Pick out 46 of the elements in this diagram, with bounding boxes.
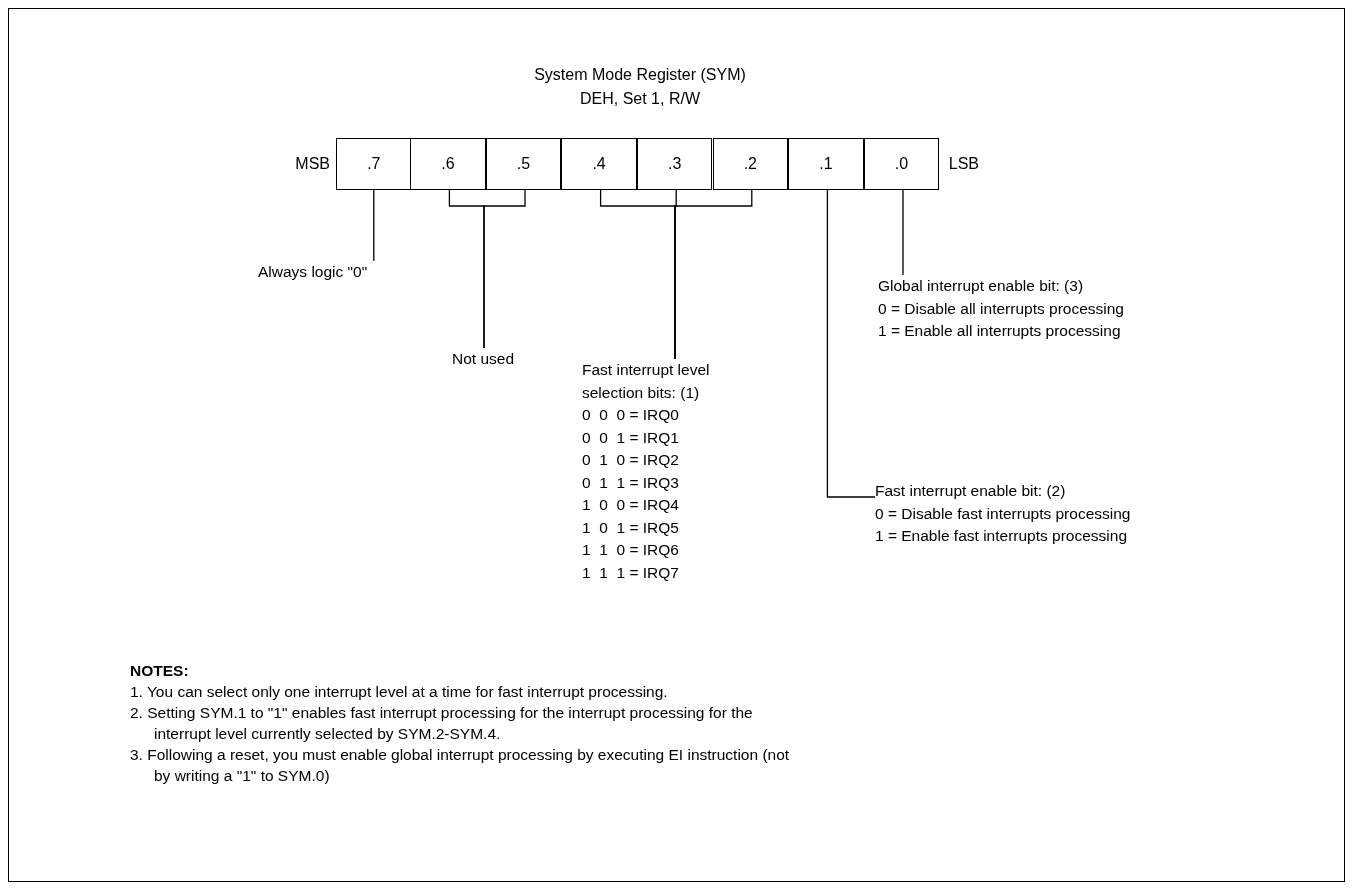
bit-label: .0 [894,155,909,173]
value-line: 0 1 0 = IRQ2 [582,450,680,470]
leader-line [826,189,876,498]
register-bit-cell [410,138,486,190]
register-bit-cell [788,138,864,190]
field-description: Fast interrupt level selection bits: (1) [582,360,711,403]
bit-label: .6 [441,155,455,173]
bit-label: .7 [367,155,381,173]
value-line: 0 = Disable all interrupts processing [878,298,1125,319]
register-bit-cell [863,138,940,190]
notes-heading: NOTES: [130,661,190,681]
bit-label: .4 [592,155,606,173]
field-description: Global interrupt enable bit: (3) [878,276,1085,296]
register-bit-cell [636,138,713,190]
value-line: 1 1 1 = IRQ7 [582,562,680,583]
value-line: 0 0 0 = IRQ0 [582,405,680,425]
register-bit-cell [561,138,637,190]
note-text: 1. You can select only one interrupt level at a time for fast interrupt processing. [130,682,669,702]
field-description: Not used [452,349,516,369]
value-line: 0 = Disable fast interrupts processing [875,503,1132,524]
diagram-title: System Mode Register (SYM) [533,65,747,85]
value-line: 1 0 1 = IRQ5 [582,517,680,538]
register-bit-cell [712,138,789,190]
note-text: 3. Following a reset, you must enable global interrupt processing by executing EI instruction (not by writing a "1" to SYM.0) [130,745,790,786]
register-bit-cell [485,138,562,190]
value-line: 1 1 0 = IRQ6 [582,540,680,560]
bit-order-label: LSB [948,154,980,174]
field-description: Fast interrupt enable bit: (2) [875,481,1067,501]
value-line: 0 1 1 = IRQ3 [582,472,680,493]
value-line: 1 = Enable fast interrupts processing [875,526,1129,546]
leader-line [902,189,904,276]
value-line: 1 = Enable all interrupts processing [878,321,1122,341]
leader-line [373,189,375,262]
field-description: Always logic "0" [258,262,369,282]
leader-line [674,189,753,360]
note-text: 2. Setting SYM.1 to "1" enables fast interrupt processing for the interrupt processing for the interrupt level currently selected by SYM.2-SYM.4. [130,703,754,744]
value-line: 1 0 0 = IRQ4 [582,495,680,515]
bit-label: .5 [516,155,531,173]
value-line: 0 0 1 = IRQ1 [582,427,680,448]
bit-label: .2 [743,155,757,173]
register-address: DEH, Set 1, R/W [579,89,701,109]
bit-order-label: MSB [295,154,330,174]
leader-line [483,189,526,349]
bit-label: .1 [819,155,833,173]
register-bit-cell [336,138,412,190]
bit-label: .3 [668,155,682,173]
